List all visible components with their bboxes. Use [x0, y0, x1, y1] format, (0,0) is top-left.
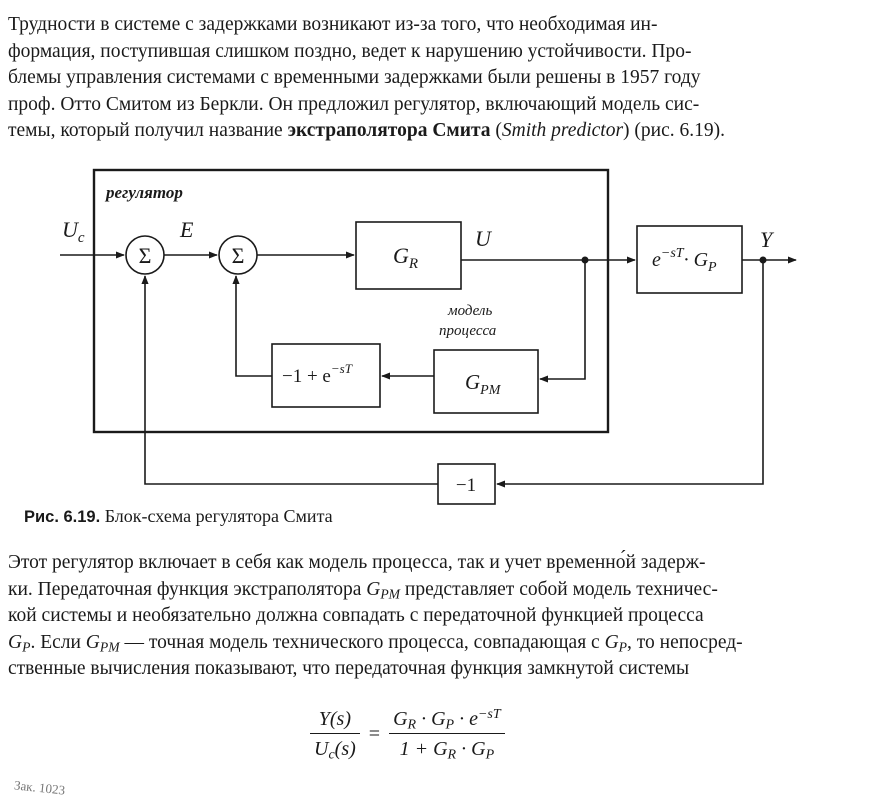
- intro-line-3: блемы управления системами с временными …: [8, 67, 701, 89]
- intro-line-5: темы, который получил название экстрапол…: [8, 118, 860, 145]
- sum-symbol-2: Σ: [232, 243, 245, 268]
- input-label-main: U: [62, 217, 80, 242]
- delay-text: −1 + e: [282, 366, 331, 387]
- rhs-num-exp: −sT: [477, 707, 501, 722]
- rhs-den-gr: 1 + G: [399, 738, 448, 760]
- feedback-to-sum1-arrow: [141, 275, 438, 485]
- rhs-fraction: GR · GP · e−sT 1 + GR · GP: [389, 708, 505, 763]
- gr-block: [355, 221, 462, 290]
- caption-number: Рис. 6.19.: [24, 508, 101, 526]
- plant-sub: P: [707, 260, 717, 275]
- lhs-fraction: Y(s) Uc(s): [310, 708, 360, 763]
- gpm-label: GPM: [465, 370, 502, 398]
- gpm-symbol-sub: PM: [99, 639, 120, 655]
- rhs-den-gr-sub: R: [447, 747, 457, 763]
- explanation-text: — точная модель технического процесса, с…: [119, 631, 605, 653]
- intro-line-2: формация, поступившая слишком поздно, ве…: [8, 40, 692, 62]
- gr-label: GR: [393, 243, 418, 272]
- figure-caption: Рис. 6.19. Блок-схема регулятора Смита: [24, 506, 333, 527]
- rhs-num-gr-sub: R: [407, 717, 417, 733]
- explanation-text: , то непосред-: [627, 631, 743, 653]
- branch-dot-u: [581, 256, 589, 264]
- caption-text: Блок-схема регулятора Смита: [100, 506, 333, 526]
- input-label: Uc: [62, 217, 85, 246]
- lhs-den-sub: c: [328, 747, 335, 763]
- rhs-num-gr: G: [393, 708, 408, 730]
- explanation-text: ки. Передаточная функция экстраполятора: [8, 578, 367, 600]
- explanation-line-5: ственные вычисления показывают, что пере…: [8, 658, 690, 680]
- rhs-num-gp: · G: [416, 708, 446, 730]
- feedback-label: −1: [456, 475, 476, 496]
- plant-exp: −sT: [661, 246, 685, 261]
- gp-symbol: G: [8, 631, 23, 653]
- gpm-symbol: G: [366, 578, 381, 600]
- controller-frame: [92, 168, 610, 434]
- intro-text: (: [490, 120, 502, 142]
- rhs-num-gp-sub: P: [445, 717, 455, 733]
- gr-sub: R: [408, 256, 418, 272]
- u-label: U: [475, 226, 493, 251]
- explanation-line-2: ки. Передаточная функция экстраполятора …: [8, 577, 860, 604]
- explanation-text: . Если: [30, 631, 86, 653]
- intro-line-1: Трудности в системе с задержками возника…: [8, 14, 658, 35]
- rhs-den-gp-sub: P: [485, 747, 495, 763]
- gpm-main: G: [465, 370, 480, 394]
- explanation-line-3: кой системы и необязательно должна совпа…: [8, 605, 704, 627]
- explanation-paragraph: Этот регулятор включает в себя как модел…: [8, 550, 860, 683]
- plant-base: e: [652, 249, 661, 271]
- closed-loop-transfer-function: Y(s) Uc(s) = GR · GP · e−sT 1 + GR · GP: [310, 708, 505, 763]
- delay-to-sum2-arrow: [232, 275, 272, 377]
- rhs-num-exp-base: · e: [454, 708, 478, 730]
- lhs-den-end: (s): [334, 738, 356, 760]
- gpm-symbol: G: [85, 631, 100, 653]
- smith-predictor-block-diagram: регулятор Uc Σ Σ E GR U e−sT· GP Y модел…: [60, 168, 797, 505]
- intro-paragraph: Трудности в системе с задержками возника…: [8, 12, 860, 145]
- model-label-line2: процесса: [439, 323, 496, 339]
- gp-symbol-sub: P: [22, 639, 31, 655]
- gpm-block: [433, 349, 539, 414]
- error-label: E: [179, 217, 194, 242]
- branch-dot-y: [759, 256, 767, 264]
- controller-label: регулятор: [104, 183, 183, 202]
- model-label-line1: модель: [447, 303, 492, 319]
- lhs-denominator: Uc(s): [310, 734, 360, 763]
- gr-main: G: [393, 243, 409, 268]
- intro-line-4: проф. Отто Смитом из Беркли. Он предложи…: [8, 93, 700, 115]
- smith-predictor-term: экстраполятора Смита: [287, 120, 491, 142]
- equals-sign: =: [368, 723, 381, 745]
- gp-symbol-sub: P: [618, 639, 628, 655]
- intro-text: темы, который получил название: [8, 120, 288, 142]
- delay-exp: −sT: [331, 361, 353, 376]
- delay-label: −1 + e−sT: [282, 361, 353, 387]
- page-footer-mark: Зак. 1023: [13, 777, 66, 798]
- explanation-text: представляет собой модель техничес-: [400, 578, 718, 600]
- plant-label: e−sT· GP: [652, 246, 717, 275]
- plant-gp: · G: [684, 249, 709, 271]
- y-to-feedback-arrow: [496, 260, 764, 488]
- rhs-den-gp: · G: [456, 738, 486, 760]
- gpm-sub: PM: [479, 383, 502, 398]
- rhs-denominator: 1 + GR · GP: [389, 734, 505, 763]
- lhs-den-main: U: [314, 738, 329, 760]
- smith-predictor-english: Smith predictor: [501, 120, 624, 142]
- gpm-symbol-sub: PM: [380, 586, 401, 601]
- explanation-line-4: GP. Если GPM — точная модель техническог…: [8, 630, 860, 657]
- u-to-gpm-arrow: [539, 260, 586, 383]
- input-label-sub: c: [78, 230, 85, 246]
- sum-symbol-1: Σ: [139, 243, 152, 268]
- rhs-numerator: GR · GP · e−sT: [389, 708, 505, 734]
- output-label: Y: [760, 227, 775, 252]
- intro-text: ) (рис. 6.19).: [623, 120, 725, 142]
- explanation-line-1: Этот регулятор включает в себя как модел…: [8, 552, 706, 573]
- gp-symbol: G: [604, 631, 619, 653]
- lhs-numerator: Y(s): [310, 708, 360, 734]
